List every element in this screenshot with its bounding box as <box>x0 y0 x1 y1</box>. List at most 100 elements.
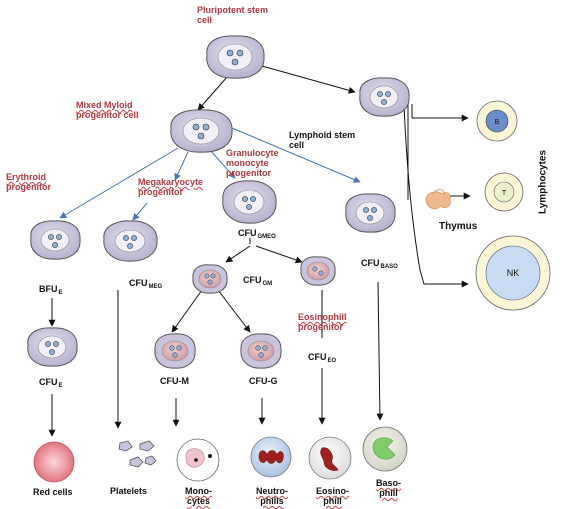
arrow-pluripotent-to-myeloid <box>197 75 229 111</box>
arrow-mega-to-cfumeg <box>132 202 148 221</box>
cfu-gm-text: CFU <box>243 275 262 285</box>
cfu-m-label: CFU-M <box>160 376 189 386</box>
t-cell-label: T <box>502 190 507 197</box>
arrow-cfubaso-to-basophils <box>376 281 384 421</box>
arrow-myeloid-to-mega <box>174 151 189 181</box>
cell-megakaryocyte-progenitor <box>103 220 158 262</box>
arrow-gmeo-to-eos <box>255 245 303 264</box>
bfu-e-sub: E <box>58 290 63 296</box>
cfu-baso-label: CFUBASO <box>361 258 398 272</box>
megakaryocyte-label-line2: progenitor <box>138 187 183 197</box>
megakaryocyte-label-line1: Megakaryocyte <box>138 177 204 187</box>
pluripotent-label: Pluripotent stem cell <box>197 5 268 25</box>
platelets-label: Platelets <box>110 486 148 496</box>
cell-pluripotent <box>206 35 265 79</box>
lymphoid-label-line2: cell <box>289 140 305 150</box>
eosinophil-progenitor-label: Eosinophill progenitor <box>298 312 347 332</box>
monocyte <box>176 438 220 482</box>
pluripotent-label-line1: Pluripotent stem <box>197 5 269 15</box>
bfu-e-text: BFU <box>39 284 58 294</box>
eos-prog-line1: Eosinophill <box>298 312 347 322</box>
cfu-gm-sub: GM <box>262 281 273 287</box>
basophils-label: Baso- phill <box>376 478 401 498</box>
gm-label-line3: progenitor <box>226 168 271 178</box>
eosinophils-label: Eosino- phill <box>316 486 349 506</box>
lymph-bracket-curve <box>403 103 469 288</box>
arrow-myeloid-to-baso <box>231 127 361 183</box>
arrow-myeloid-to-erythroid <box>59 147 179 219</box>
cell-erythroid-progenitor <box>30 220 81 260</box>
myeloid-label: Mixed Myloid progenitor cell <box>76 100 139 120</box>
monocytes-label: Mono- cytes <box>185 486 212 506</box>
thymus-organ <box>425 189 451 210</box>
arrow-gm-to-cfum <box>171 289 203 333</box>
nk-cell: NK <box>475 235 551 311</box>
blue-arrows <box>59 127 361 221</box>
cfu-g-label: CFU-G <box>249 376 278 386</box>
gm-label-line1: Granulocyte <box>226 148 279 158</box>
nk-cell-label: NK <box>507 268 520 278</box>
cell-gm-progenitor <box>222 180 277 224</box>
cfu-eo-text: CFU <box>308 352 327 362</box>
red-cell <box>33 441 75 483</box>
myeloid-label-line2: progenitor cell <box>76 110 139 120</box>
cfu-eo-sub: EO <box>327 358 337 364</box>
cfu-gm-label: CFUGM <box>243 275 272 289</box>
neutrophil <box>250 436 292 478</box>
bfu-e-label: BFUE <box>39 284 63 298</box>
cell-cfu-gm <box>192 264 228 294</box>
cfu-meg-text: CFU <box>129 278 148 288</box>
connectors <box>48 65 471 437</box>
cfu-gmeo-text: CFU <box>238 228 257 238</box>
platelets <box>118 440 157 468</box>
cfu-gmeo-sub: GMEO <box>257 234 276 240</box>
cell-cfu-e <box>27 327 78 367</box>
eosinophils-line2: phill <box>323 496 342 506</box>
cfu-gmeo-label: CFUGMEO <box>238 228 276 242</box>
erythroid-label: Erythroid progenitor <box>6 172 51 192</box>
megakaryocyte-label: Megakaryocyte progenitor <box>138 177 203 197</box>
cell-myeloid <box>170 109 233 153</box>
cfu-meg-sub: MEG <box>148 284 163 290</box>
myeloid-label-line1: Mixed Myloid <box>76 100 133 110</box>
cfu-e-label: CFUE <box>39 377 63 391</box>
lymphoid-label-line1: Lymphoid stem <box>289 130 356 140</box>
basophil <box>362 426 408 472</box>
cell-lymphoid-stem <box>359 77 410 117</box>
cfu-eo-label: CFUEO <box>308 352 336 366</box>
cell-eosinophil-progenitor <box>300 256 336 286</box>
eos-prog-line2: progenitor <box>298 322 343 332</box>
cell-cfu-g <box>240 333 282 369</box>
arrow-gmeo-to-gm <box>225 245 251 263</box>
gm-label-line2: monocyte <box>226 158 269 168</box>
lymphocytes-label: Lymphocytes <box>536 142 550 222</box>
arrow-myeloid-to-gm <box>209 149 236 179</box>
eosinophils-line1: Eosino- <box>316 486 349 496</box>
basophils-line1: Baso- <box>376 478 402 488</box>
b-cell-label: B <box>495 119 500 126</box>
arrow-gm-to-cfug <box>217 289 251 333</box>
b-cell: B <box>476 100 518 142</box>
erythroid-label-line2: progenitor <box>6 182 51 192</box>
cell-cfu-m <box>154 333 196 369</box>
pluripotent-label-line2: cell <box>197 15 213 25</box>
arrow-pluripotent-to-lymphoid <box>261 65 356 94</box>
basophils-line2: phill <box>379 488 398 498</box>
lymphocytes-text: Lymphocytes <box>537 149 549 215</box>
neutrophils-label: Neutro- phills <box>256 486 288 506</box>
monocytes-line2: cytes <box>186 496 211 506</box>
cfu-e-text: CFU <box>39 377 58 387</box>
thymus-label: Thymus <box>439 221 478 232</box>
cfu-baso-sub: BASO <box>380 264 398 270</box>
cfu-baso-text: CFU <box>361 258 380 268</box>
cfu-meg-label: CFUMEG <box>129 278 162 292</box>
monocytes-line1: Mono- <box>185 486 212 496</box>
lymphoid-label: Lymphoid stem cell <box>289 130 355 150</box>
gm-progenitor-label: Granulocyte monocyte progenitor <box>226 148 279 178</box>
neutrophils-line2: phills <box>260 496 284 506</box>
cfu-e-sub: E <box>58 383 63 389</box>
t-cell: T <box>484 172 524 212</box>
cell-basophil-progenitor <box>345 193 396 233</box>
eosinophil <box>308 436 352 480</box>
